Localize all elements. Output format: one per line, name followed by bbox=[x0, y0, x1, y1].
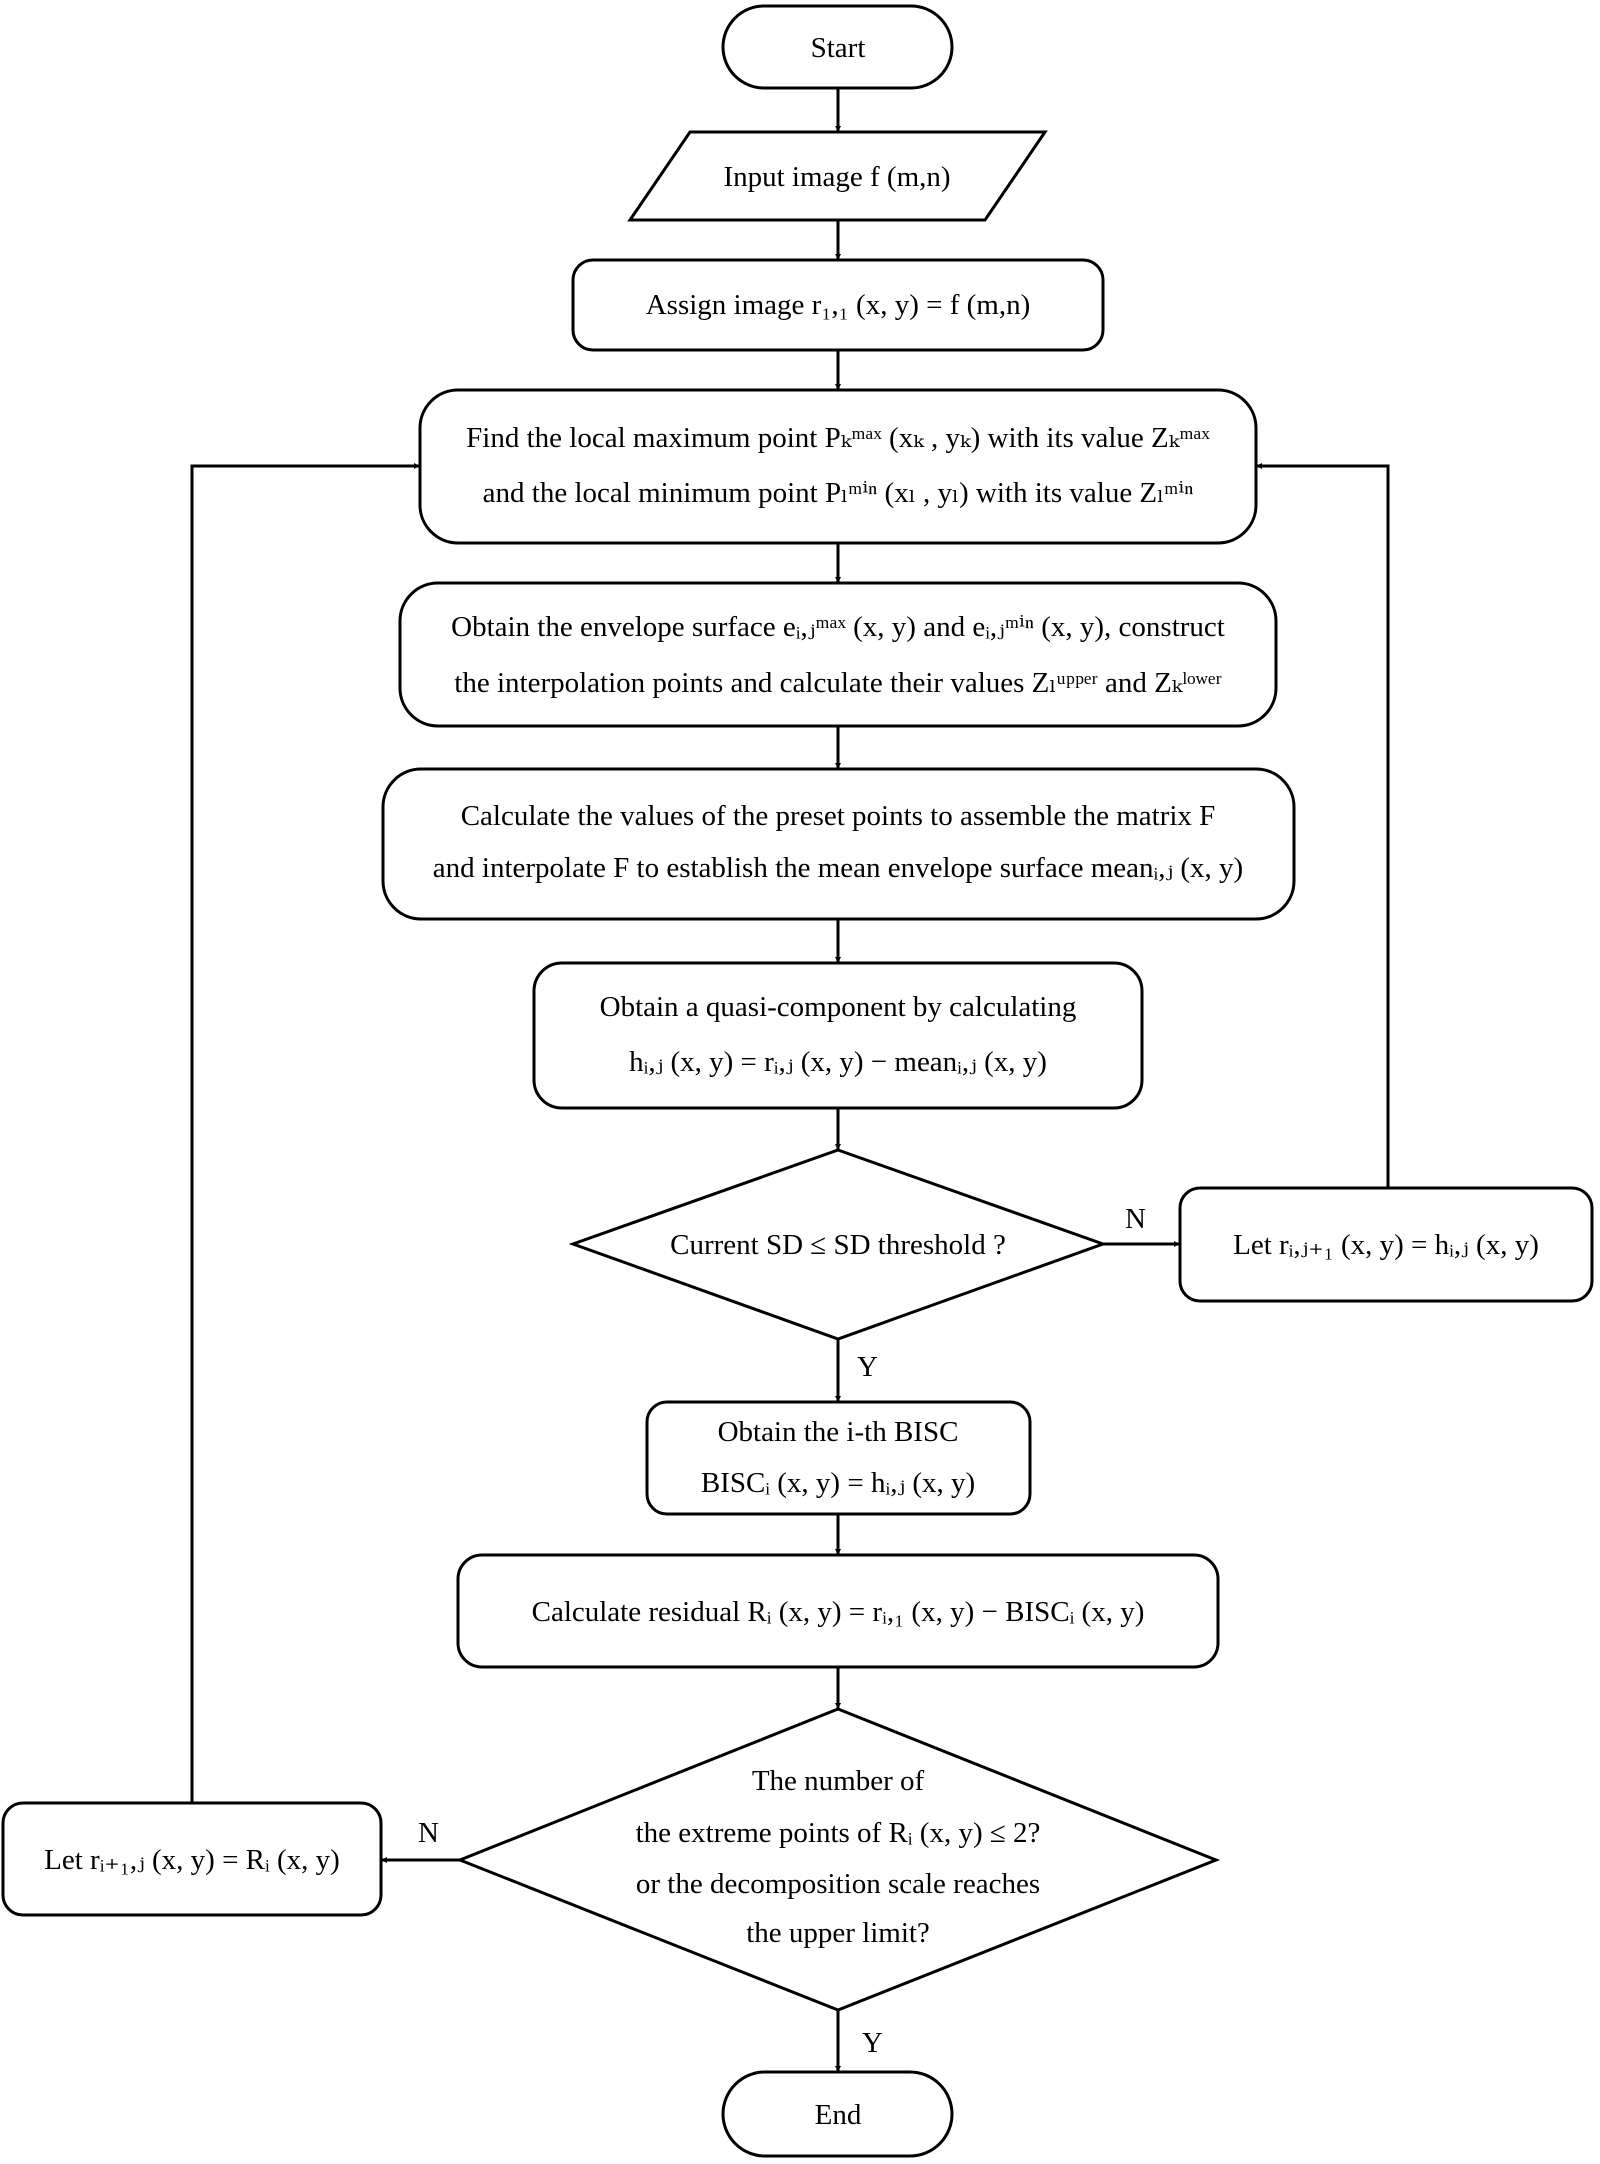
assign-image-label: Assign image r₁,₁ (x, y) = f (m,n) bbox=[646, 289, 1031, 321]
input-image-label: Input image f (m,n) bbox=[723, 161, 950, 193]
quasi-component-line1: Obtain a quasi-component by calculating bbox=[600, 991, 1077, 1023]
stop-decision-line3: or the decomposition scale reaches bbox=[636, 1868, 1040, 1900]
find-extrema-box bbox=[418, 388, 1258, 545]
stop-decision-line4: the upper limit? bbox=[746, 1917, 930, 1949]
sd-no-label: N bbox=[1125, 1203, 1146, 1235]
arrow-let-to-find-outer-loop bbox=[190, 463, 420, 1803]
bisc-line2: BISCᵢ (x, y) = hᵢ,ⱼ (x, y) bbox=[701, 1467, 975, 1499]
stop-decision-line1: The number of bbox=[752, 1765, 925, 1797]
quasi-component-line2: hᵢ,ⱼ (x, y) = rᵢ,ⱼ (x, y) − meanᵢ,ⱼ (x, … bbox=[629, 1046, 1047, 1078]
envelope-line2: the interpolation points and calculate t… bbox=[454, 667, 1221, 699]
input-image-box bbox=[627, 130, 1048, 222]
mean-envelope-box bbox=[381, 767, 1296, 921]
find-extrema-line2: and the local minimum point Pₗᵐⁱⁿ (xₗ , … bbox=[483, 477, 1194, 509]
start-label: Start bbox=[811, 32, 866, 64]
residual-label: Calculate residual Rᵢ (x, y) = rᵢ,₁ (x, … bbox=[532, 1596, 1145, 1628]
quasi-component-box bbox=[532, 961, 1144, 1110]
end-label: End bbox=[815, 2099, 862, 2131]
stop-no-label: N bbox=[418, 1817, 439, 1849]
stop-yes-label: Y bbox=[862, 2027, 883, 2059]
sd-yes-label: Y bbox=[857, 1351, 878, 1383]
envelope-line1: Obtain the envelope surface eᵢ,ⱼᵐᵃˣ (x, … bbox=[451, 611, 1225, 643]
bisc-line1: Obtain the i-th BISC bbox=[718, 1416, 959, 1448]
sd-decision-label: Current SD ≤ SD threshold ? bbox=[670, 1229, 1006, 1261]
mean-envelope-line1: Calculate the values of the preset point… bbox=[461, 800, 1216, 832]
mean-envelope-line2: and interpolate F to establish the mean … bbox=[433, 852, 1243, 884]
stop-decision-line2: the extreme points of Rᵢ (x, y) ≤ 2? bbox=[636, 1817, 1041, 1849]
let-r-next-j-label: Let rᵢ,ⱼ₊₁ (x, y) = hᵢ,ⱼ (x, y) bbox=[1233, 1229, 1539, 1261]
let-r-next-i-label: Let rᵢ₊₁,ⱼ (x, y) = Rᵢ (x, y) bbox=[44, 1844, 340, 1876]
find-extrema-line1: Find the local maximum point Pₖᵐᵃˣ (xₖ ,… bbox=[466, 422, 1210, 454]
arrow-let-to-find-loop bbox=[1256, 463, 1390, 1188]
stop-decision bbox=[455, 1707, 1221, 2012]
envelope-box bbox=[398, 581, 1278, 728]
